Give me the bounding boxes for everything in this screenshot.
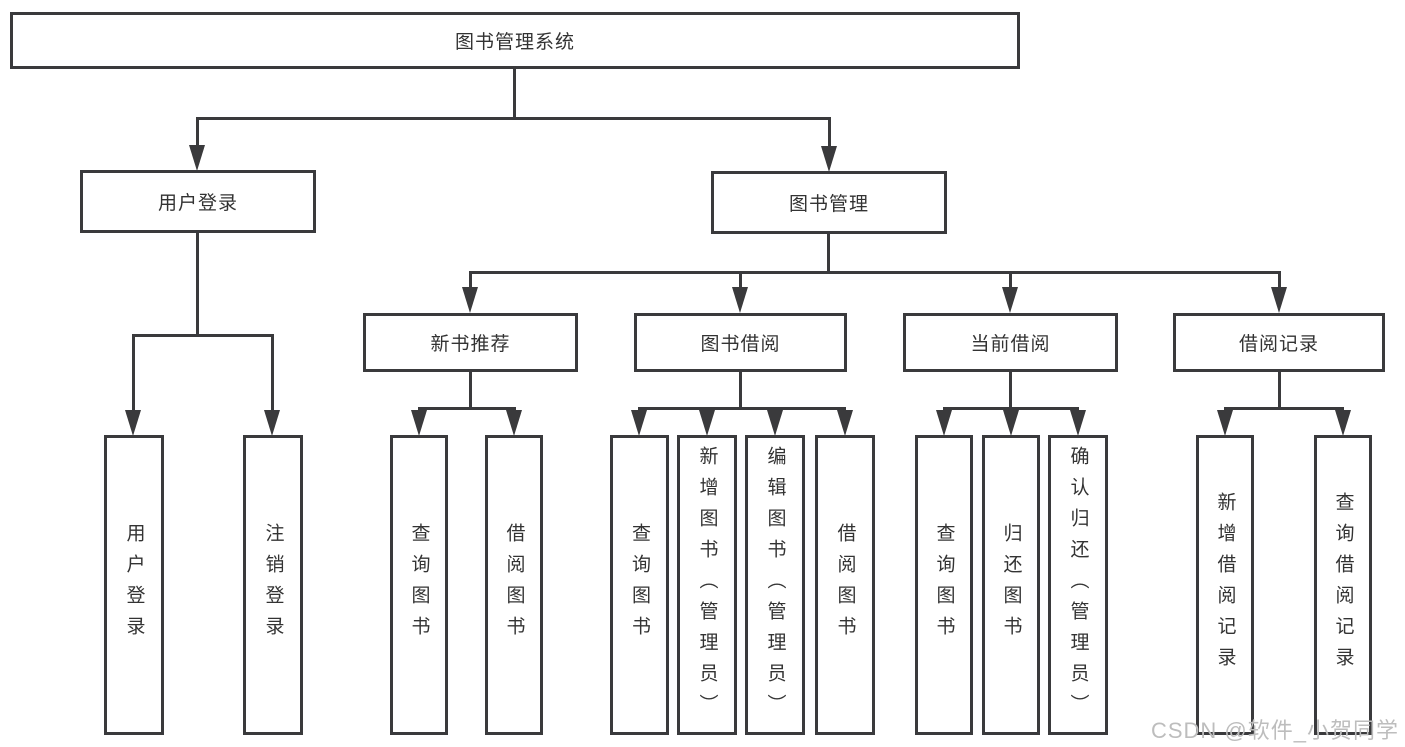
leaf-current-confirm-return-admin-label: 确认归还（管理员） — [1067, 445, 1089, 725]
node-root: 图书管理系统 — [10, 12, 1020, 69]
leaf-borrow-query-book-label: 查询图书 — [629, 523, 650, 647]
leaf-borrow-borrow-book: 借阅图书 — [815, 435, 875, 735]
connector-root-drop-left — [196, 117, 199, 149]
arrow-down-icon — [411, 410, 427, 436]
leaf-records-add-record: 新增借阅记录 — [1196, 435, 1254, 735]
leaf-current-confirm-return-admin: 确认归还（管理员） — [1048, 435, 1108, 735]
arrow-down-icon — [1271, 287, 1287, 313]
leaf-records-add-record-label: 新增借阅记录 — [1214, 492, 1236, 678]
leaf-borrow-query-book: 查询图书 — [610, 435, 669, 735]
arrow-down-icon — [767, 410, 783, 436]
connector-records-bar — [1224, 407, 1344, 410]
leaf-user-login-label: 用户登录 — [123, 523, 145, 647]
connector-current-bar — [943, 407, 1079, 410]
connector-recommend-trunk — [469, 370, 472, 410]
leaf-recommend-borrow-book: 借阅图书 — [485, 435, 543, 735]
leaf-records-query-record: 查询借阅记录 — [1314, 435, 1372, 735]
node-book-borrow: 图书借阅 — [634, 313, 847, 372]
connector-records-trunk — [1278, 370, 1281, 410]
connector-login-trunk — [196, 231, 199, 337]
arrow-down-icon — [699, 410, 715, 436]
arrow-down-icon — [1335, 410, 1351, 436]
leaf-borrow-edit-book-admin: 编辑图书（管理员） — [745, 435, 805, 735]
arrow-down-icon — [189, 145, 205, 171]
arrow-down-icon — [264, 410, 280, 436]
connector-root-trunk — [513, 69, 516, 119]
arrow-down-icon — [936, 410, 952, 436]
connector-mgmt-drop-2 — [739, 271, 742, 293]
node-new-book-recommend: 新书推荐 — [363, 313, 578, 372]
connector-mgmt-drop-3 — [1009, 271, 1012, 293]
node-root-label: 图书管理系统 — [454, 32, 575, 53]
leaf-recommend-borrow-book-label: 借阅图书 — [503, 523, 525, 647]
connector-current-trunk — [1009, 370, 1012, 410]
leaf-borrow-edit-book-admin-label: 编辑图书（管理员） — [764, 445, 786, 725]
leaf-recommend-query-book: 查询图书 — [390, 435, 448, 735]
leaf-logout-label: 注销登录 — [262, 523, 284, 647]
node-borrow-records: 借阅记录 — [1173, 313, 1385, 372]
leaf-borrow-add-book-admin-label: 新增图书（管理员） — [696, 445, 718, 725]
arrow-down-icon — [506, 410, 522, 436]
leaf-recommend-query-book-label: 查询图书 — [408, 523, 430, 647]
connector-recommend-bar — [418, 407, 516, 410]
node-new-book-recommend-label: 新书推荐 — [430, 334, 511, 355]
leaf-user-login: 用户登录 — [104, 435, 164, 735]
node-book-borrow-label: 图书借阅 — [700, 334, 781, 355]
leaf-current-query-book: 查询图书 — [915, 435, 973, 735]
arrow-down-icon — [125, 410, 141, 436]
leaf-borrow-add-book-admin: 新增图书（管理员） — [677, 435, 737, 735]
arrow-down-icon — [837, 410, 853, 436]
arrow-down-icon — [1003, 410, 1019, 436]
leaf-records-query-record-label: 查询借阅记录 — [1332, 492, 1354, 678]
connector-borrow-trunk — [739, 370, 742, 410]
connector-login-drop-2 — [271, 334, 274, 414]
connector-mgmt-drop-1 — [469, 271, 472, 293]
arrow-down-icon — [1070, 410, 1086, 436]
connector-root-drop-right — [828, 117, 831, 149]
connector-borrow-bar — [638, 407, 846, 410]
node-borrow-records-label: 借阅记录 — [1238, 334, 1319, 355]
arrow-down-icon — [631, 410, 647, 436]
csdn-watermark: CSDN @软件_小贺同学 — [1150, 718, 1399, 743]
leaf-logout: 注销登录 — [243, 435, 303, 735]
connector-mgmt-drop-4 — [1278, 271, 1281, 293]
arrow-down-icon — [1217, 410, 1233, 436]
connector-mgmt-trunk — [827, 232, 830, 274]
arrow-down-icon — [462, 287, 478, 313]
node-book-management-label: 图书管理 — [788, 194, 869, 215]
node-book-management: 图书管理 — [711, 171, 947, 234]
leaf-current-return-book-label: 归还图书 — [1000, 523, 1022, 647]
connector-login-bar — [132, 334, 274, 337]
arrow-down-icon — [1002, 287, 1018, 313]
node-current-borrow-label: 当前借阅 — [970, 334, 1051, 355]
node-user-login: 用户登录 — [80, 170, 316, 233]
node-current-borrow: 当前借阅 — [903, 313, 1118, 372]
arrow-down-icon — [732, 287, 748, 313]
node-user-login-label: 用户登录 — [157, 193, 238, 214]
connector-login-drop-1 — [132, 334, 135, 414]
leaf-borrow-borrow-book-label: 借阅图书 — [834, 523, 856, 647]
connector-mgmt-bar — [469, 271, 1281, 274]
connector-root-bar — [196, 117, 831, 120]
leaf-current-return-book: 归还图书 — [982, 435, 1040, 735]
arrow-down-icon — [821, 146, 837, 172]
leaf-current-query-book-label: 查询图书 — [933, 523, 955, 647]
